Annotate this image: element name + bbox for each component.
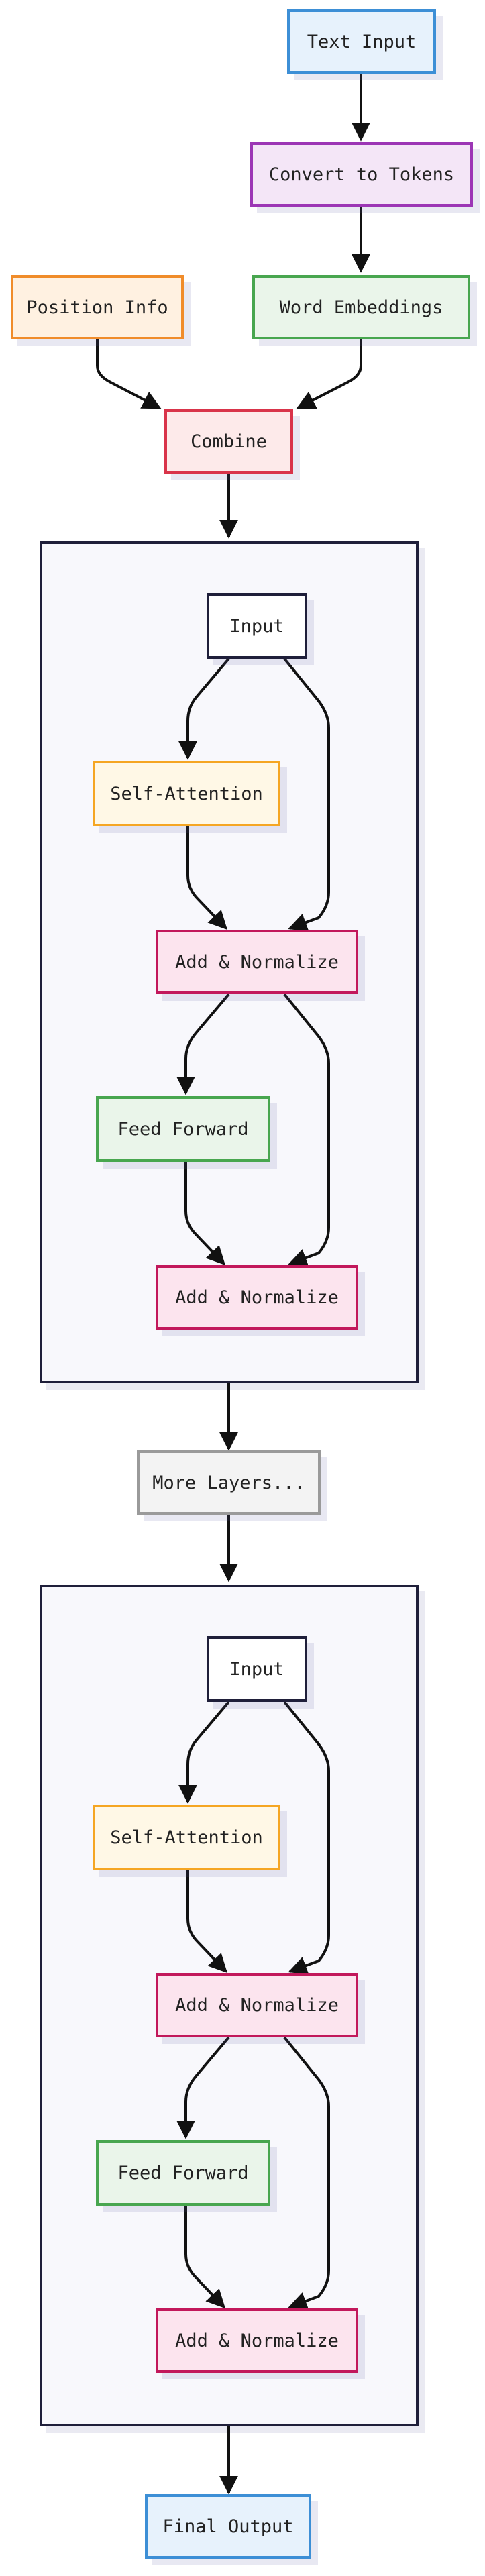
- block1-add-normalize-1: Add & Normalize: [156, 930, 358, 994]
- edge-position-to-combine: [96, 339, 162, 409]
- block2-feed-forward-label: Feed Forward: [117, 2162, 249, 2184]
- node-position-info: Position Info: [11, 275, 184, 339]
- node-position-info-label: Position Info: [26, 297, 168, 318]
- edge-b2-add1-to-ff: [176, 2036, 230, 2139]
- block2-add-normalize-2: Add & Normalize: [156, 2308, 358, 2373]
- block1-self-attention: Self-Attention: [93, 761, 280, 826]
- edge-b1-add1-to-add2: [283, 993, 330, 1267]
- edge-b1-input-to-attention: [178, 657, 230, 760]
- block1-input: Input: [207, 593, 307, 659]
- node-text-input: Text Input: [287, 9, 436, 74]
- edge-b2-add1-to-add2: [283, 2036, 330, 2310]
- block1-add-normalize-2-label: Add & Normalize: [175, 1287, 339, 1308]
- block1-feed-forward-label: Feed Forward: [117, 1118, 249, 1140]
- node-word-embeddings: Word Embeddings: [252, 275, 470, 339]
- node-final-output: Final Output: [145, 2494, 311, 2559]
- block2-add-normalize-2-label: Add & Normalize: [175, 2330, 339, 2351]
- block2-self-attention: Self-Attention: [93, 1805, 280, 1870]
- node-combine: Combine: [164, 409, 293, 474]
- node-convert-to-tokens: Convert to Tokens: [250, 142, 473, 207]
- node-more-layers: More Layers...: [137, 1450, 321, 1515]
- edge-b2-input-to-attention: [178, 1701, 230, 1804]
- block1-add-normalize-1-label: Add & Normalize: [175, 951, 339, 973]
- node-combine-label: Combine: [191, 431, 267, 452]
- block1-self-attention-label: Self-Attention: [110, 783, 263, 804]
- edge-b2-ff-to-add2: [184, 2206, 225, 2309]
- block2-self-attention-label: Self-Attention: [110, 1827, 263, 1848]
- block1-feed-forward: Feed Forward: [96, 1096, 270, 1162]
- node-convert-to-tokens-label: Convert to Tokens: [268, 164, 455, 185]
- block2-feed-forward: Feed Forward: [96, 2140, 270, 2206]
- block1-input-label: Input: [229, 615, 284, 637]
- edge-b1-attention-to-add1: [186, 826, 227, 930]
- edge-b2-input-to-add1: [283, 1701, 330, 1975]
- node-more-layers-label: More Layers...: [152, 1472, 305, 1493]
- block2-add-normalize-1: Add & Normalize: [156, 1973, 358, 2037]
- node-final-output-label: Final Output: [162, 2516, 294, 2537]
- edge-b1-add1-to-ff: [176, 993, 230, 1095]
- block1-add-normalize-2: Add & Normalize: [156, 1265, 358, 1330]
- node-word-embeddings-label: Word Embeddings: [279, 297, 443, 318]
- block2-add-normalize-1-label: Add & Normalize: [175, 1994, 339, 2016]
- node-text-input-label: Text Input: [307, 31, 417, 52]
- edge-b1-ff-to-add2: [184, 1162, 225, 1266]
- block2-input: Input: [207, 1636, 307, 1702]
- edge-embeddings-to-combine: [296, 339, 362, 409]
- block2-input-label: Input: [229, 1658, 284, 1680]
- edge-b2-attention-to-add1: [186, 1870, 227, 1974]
- edge-b1-input-to-add1: [283, 657, 330, 932]
